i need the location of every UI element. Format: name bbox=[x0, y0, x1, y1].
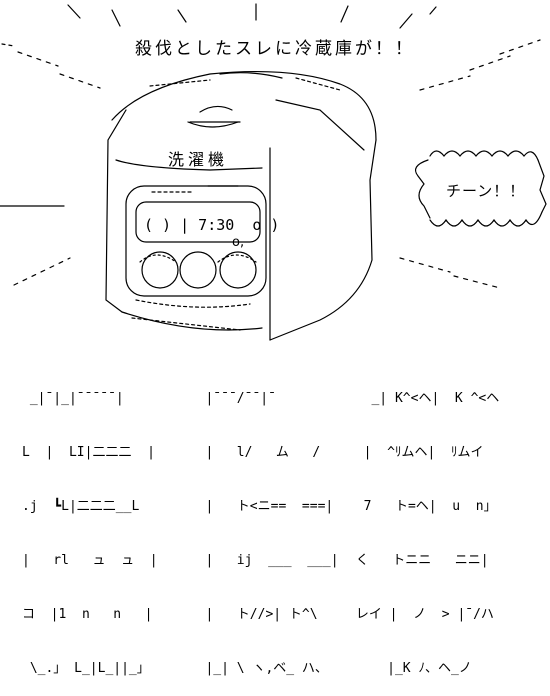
big-letter-art-left: _|¯|_|¯¯¯¯¯| L | LI|二二二 | .j ┗L|二二二__L |… bbox=[22, 354, 158, 696]
art-line: 7 ト=ヘ| u n」 bbox=[348, 499, 497, 514]
speed-lines bbox=[0, 3, 541, 289]
big-letter-art-middle: |¯¯¯/¯¯|¯ | l/ ム / | ト<ニ== ===| | ij ___… bbox=[182, 354, 339, 696]
art-line: | rl ュ ュ | bbox=[22, 553, 158, 568]
sound-effect: チーン！！ bbox=[446, 182, 526, 200]
art-line: L | LI|二二二 | bbox=[22, 445, 155, 460]
speech-bubble bbox=[415, 150, 547, 227]
art-line: _|¯|_|¯¯¯¯¯| bbox=[22, 391, 124, 406]
art-line: \_.」 L_|L_||_」 bbox=[22, 661, 150, 676]
washer-body bbox=[105, 70, 377, 341]
washer-dial: o, bbox=[232, 235, 245, 250]
art-line: レイ | ノ > |¯/ハ bbox=[348, 607, 494, 622]
art-line: | ト<ニ== ===| bbox=[182, 499, 334, 514]
washer-label: 洗濯機 bbox=[168, 150, 229, 169]
ascii-art-canvas bbox=[0, 3, 547, 341]
art-line: |¯¯¯/¯¯|¯ bbox=[182, 391, 276, 406]
art-line: _| K^<ヘ| K ^<ヘ bbox=[348, 391, 500, 406]
big-letter-art-right: _| K^<ヘ| K ^<ヘ | ^ﾘムヘ| ﾘムイ 7 ト=ヘ| u n」 く… bbox=[348, 354, 499, 696]
caption: 殺伐としたスレに冷蔵庫が！！ bbox=[135, 39, 415, 59]
art-line: コ |1 n n | bbox=[22, 607, 153, 622]
art-line: .j ┗L|二二二__L bbox=[22, 499, 140, 514]
washer-display: ( ) | 7:30 o ) bbox=[144, 216, 280, 234]
art-line: | l/ ム / bbox=[182, 445, 321, 460]
art-line: く トニニ ニニ| bbox=[348, 553, 489, 568]
art-line: | ^ﾘムヘ| ﾘムイ bbox=[348, 445, 484, 460]
art-line: |_K ﾉ、ヘ_ノ bbox=[348, 661, 472, 676]
art-line: | ij ___ ___| bbox=[182, 553, 339, 568]
art-line: |_| \ ヽ,ベ_ ハ、 bbox=[182, 661, 328, 676]
art-line: | ト//>| ト^\ bbox=[182, 607, 318, 622]
